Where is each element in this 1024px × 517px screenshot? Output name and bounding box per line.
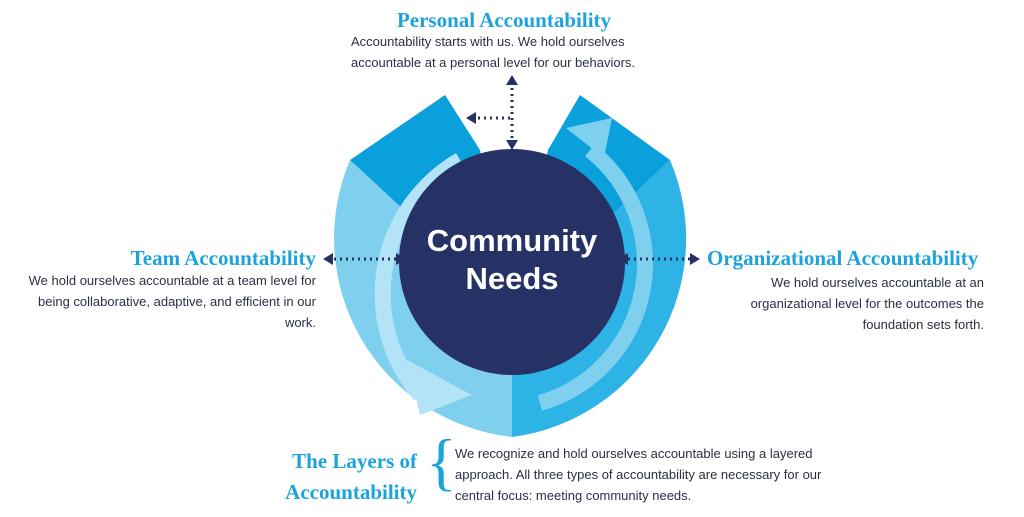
team-connector-arrowhead-right — [396, 253, 406, 265]
team-connector-arrowhead-left — [323, 253, 333, 265]
personal-connector-arrowhead-left — [466, 112, 476, 124]
personal-accountability-description: Accountability starts with us. We hold o… — [351, 34, 636, 70]
organizational-accountability-title: Organizational Accountability — [707, 246, 979, 270]
center-label-line2: Needs — [465, 261, 559, 296]
left-arrowhead — [407, 360, 472, 415]
team-accountability-title: Team Accountability — [130, 246, 316, 270]
personal-connector-arrowhead-up — [506, 75, 518, 85]
center-label-line1: Community — [426, 223, 598, 258]
organizational-connector-arrowhead-left — [618, 253, 628, 265]
personal-connector-arrowhead-down — [506, 140, 518, 150]
organizational-connector-arrowhead-right — [690, 253, 700, 265]
center-circle — [399, 149, 625, 375]
layers-of-accountability-description: We recognize and hold ourselves accounta… — [455, 446, 822, 503]
curly-brace: { — [426, 426, 457, 497]
right-cycle-arrow — [537, 143, 653, 411]
left-cycle-arrow — [374, 153, 465, 401]
layers-of-accountability-title: The Layers of Accountability — [285, 449, 417, 504]
personal-accountability-title: Personal Accountability — [396, 8, 612, 32]
organizational-accountability-description: We hold ourselves accountable at an orga… — [750, 275, 984, 332]
center-label: Community Needs — [407, 222, 617, 298]
right-arrowhead — [566, 118, 612, 158]
team-accountability-description: We hold ourselves accountable at a team … — [28, 273, 316, 330]
